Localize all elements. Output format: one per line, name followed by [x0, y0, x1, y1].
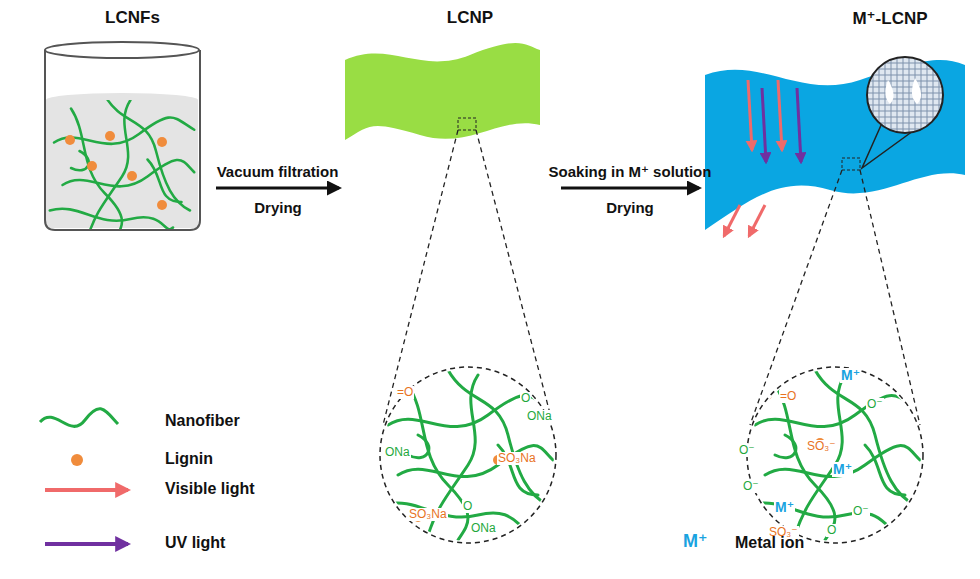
chemical-group: O: [826, 524, 837, 537]
process-arrow: [216, 187, 339, 190]
chemical-group: SO₃⁻: [806, 440, 837, 453]
legend-text: Lignin: [165, 450, 213, 468]
legend-swatch: [71, 454, 83, 466]
panel-heading: LCNFs: [35, 8, 210, 28]
chemical-group: O⁻: [738, 444, 756, 457]
chemical-group: ONa: [470, 522, 497, 535]
chemical-group: O: [462, 500, 473, 513]
step-label: Drying: [606, 200, 654, 217]
chemical-group: SO₃Na: [408, 508, 448, 521]
chemical-group: M⁺: [774, 500, 795, 515]
chemical-group: ONa: [526, 410, 553, 423]
chemical-group: M⁺: [840, 368, 861, 383]
chemical-group: ONa: [384, 446, 411, 459]
legend-text: Nanofiber: [165, 412, 240, 430]
figure-panel: LCNP: [345, 8, 555, 233]
legend-text: Metal ion: [735, 534, 804, 552]
chemical-group: O: [520, 392, 531, 405]
process-arrow: [561, 187, 699, 190]
legend-symbol: M⁺: [683, 532, 708, 552]
chemical-group: O⁻: [742, 480, 760, 493]
step-label: Vacuum filtration: [217, 164, 339, 181]
legend-text: UV light: [165, 534, 225, 552]
chemical-group: =O: [779, 390, 797, 403]
chemical-group: O⁻: [866, 398, 884, 411]
legend-text: Visible light: [165, 480, 255, 498]
panel-heading: LCNP: [345, 8, 555, 28]
chemical-group: =O: [396, 386, 414, 399]
step-label: Drying: [254, 200, 302, 217]
chemical-group: O⁻: [852, 505, 870, 518]
chemical-group: M⁺: [832, 462, 853, 477]
step-label: Soaking in M⁺ solution: [549, 164, 712, 181]
figure-panel: LCNFs: [35, 8, 210, 233]
figure-panel: M⁺-LCNP: [705, 8, 970, 233]
panel-heading: M⁺-LCNP: [705, 8, 970, 29]
chemical-group: SO₃Na: [497, 452, 537, 465]
